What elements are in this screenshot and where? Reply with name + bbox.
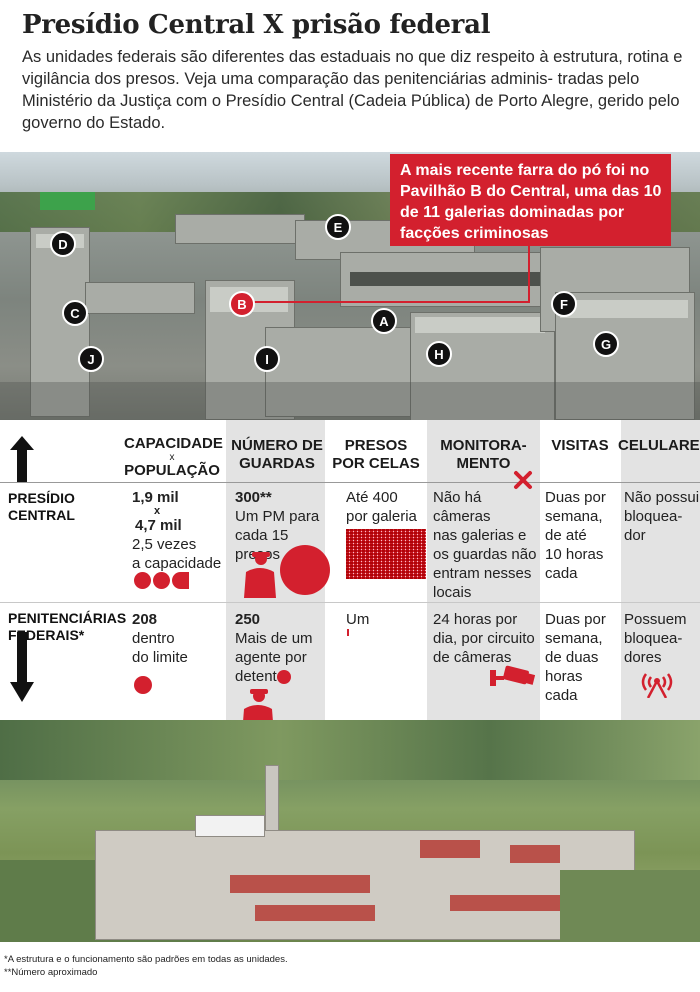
central-capacity-cell: 1,9 mil x 4,7 mil 2,5 vezes a capacidade	[132, 489, 222, 572]
pavilion-marker-i: I	[254, 346, 280, 372]
capacity-dot	[134, 676, 152, 694]
federal-monitoring-cell: 24 horas por dia, por circuito de câmera…	[433, 611, 535, 666]
row-label-federal: PENITENCIÁRIAS FEDERAIS*	[8, 610, 127, 643]
table-divider-middle	[0, 602, 700, 603]
header-capacity: CAPACIDADE x POPULAÇÃO	[124, 435, 223, 479]
single-inmate-mark	[347, 629, 349, 636]
row-label-central: PRESÍDIO CENTRAL	[8, 490, 75, 523]
header-phones: CELULARES	[618, 437, 700, 454]
pavilion-marker-f: F	[551, 291, 577, 317]
federal-capacity-cell: 208 dentro do limite	[132, 611, 188, 666]
central-cells-cell: Até 400 por galeria	[346, 489, 417, 525]
central-phones-cell: Não possui bloquea- dor	[624, 489, 700, 544]
federal-prison-aerial-photo	[0, 720, 700, 942]
security-camera-icon	[490, 665, 536, 686]
page-title: Presídio Central X prisão federal	[22, 10, 491, 40]
shade-column-phones	[621, 420, 700, 720]
callout-box: A mais recente farra do pó foi no Pavilh…	[390, 154, 671, 246]
central-visits-cell: Duas por semana, de até 10 horas cada	[545, 489, 606, 582]
callout-connector-vertical	[528, 246, 530, 303]
header-inmates-per-cell: PRESOS POR CELAS	[332, 437, 420, 472]
arrow-down-icon	[10, 632, 34, 702]
footnote-approximate: **Número aproximado	[4, 967, 98, 978]
capacity-dot	[153, 572, 170, 589]
guard-icon	[244, 552, 276, 598]
arrow-up-icon	[10, 436, 34, 482]
signal-blocker-icon	[641, 673, 673, 698]
federal-guards-cell: 250 Mais de um agente por detento	[235, 611, 313, 685]
callout-connector	[252, 301, 530, 303]
pavilion-marker-c: C	[62, 300, 88, 326]
header-guards: NÚMERO DE GUARDAS	[231, 437, 323, 472]
inmates-grid-icon	[346, 529, 426, 579]
pavilion-marker-d: D	[50, 231, 76, 257]
capacity-dot	[134, 572, 151, 589]
header-monitoring: MONITORA- MENTO	[440, 437, 527, 472]
pavilion-marker-e: E	[325, 214, 351, 240]
pavilion-marker-j: J	[78, 346, 104, 372]
footnote-standard: *A estrutura e o funcionamento são padrõ…	[4, 954, 288, 965]
federal-visits-cell: Duas por semana, de duas horas cada	[545, 611, 606, 704]
federal-cells-cell: Um	[346, 611, 370, 628]
table-divider-top	[0, 482, 700, 483]
pavilion-marker-h: H	[426, 341, 452, 367]
capacity-half-dot	[172, 572, 189, 589]
pavilion-marker-a: A	[371, 308, 397, 334]
intro-text: As unidades federais são diferentes das …	[22, 48, 683, 132]
header-visits: VISITAS	[551, 437, 609, 454]
inmates-ratio-dot	[280, 545, 330, 595]
federal-phones-cell: Possuem bloquea- dores	[624, 611, 687, 666]
pavilion-marker-g: G	[593, 331, 619, 357]
inmate-dot	[277, 670, 291, 684]
cross-icon	[514, 471, 532, 489]
central-monitoring-cell: Não há câmeras nas galerias e os guardas…	[433, 489, 537, 601]
central-guards-cell: 300** Um PM para cada 15 presos	[235, 489, 320, 563]
pavilion-marker-b: B	[229, 291, 255, 317]
